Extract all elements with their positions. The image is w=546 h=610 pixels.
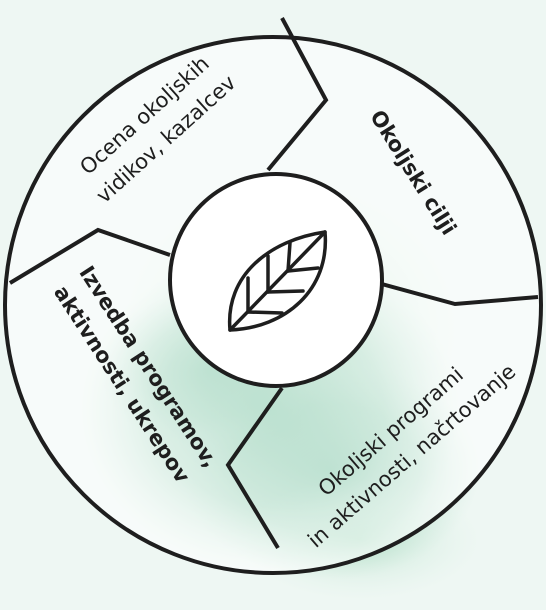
divider-left <box>8 227 171 285</box>
divider-top <box>266 17 329 172</box>
center-circle <box>168 172 384 388</box>
leaf-icon <box>227 230 328 332</box>
divider-bottom <box>225 386 284 550</box>
segment-dividers <box>8 17 539 550</box>
divider-right <box>377 281 539 307</box>
